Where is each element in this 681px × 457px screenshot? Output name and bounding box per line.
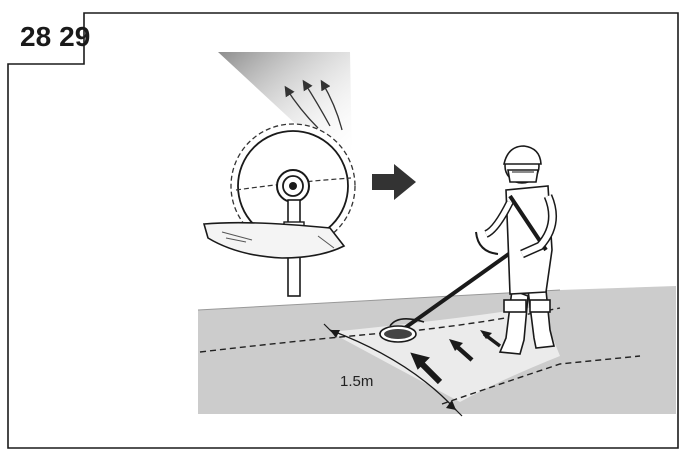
distance-label: 1.5m: [340, 373, 373, 390]
blade-guard-detail-icon: [202, 52, 356, 297]
operator-with-trimmer-icon: [379, 145, 557, 355]
figure-number-left: 28: [20, 21, 52, 52]
figure-number-right: 29: [59, 21, 91, 52]
right-arrow-icon: [372, 164, 416, 200]
distance-dimension: [323, 323, 463, 417]
figure-frame: [7, 12, 679, 449]
motion-arrows: [410, 330, 502, 385]
guard-shield: [202, 221, 346, 259]
